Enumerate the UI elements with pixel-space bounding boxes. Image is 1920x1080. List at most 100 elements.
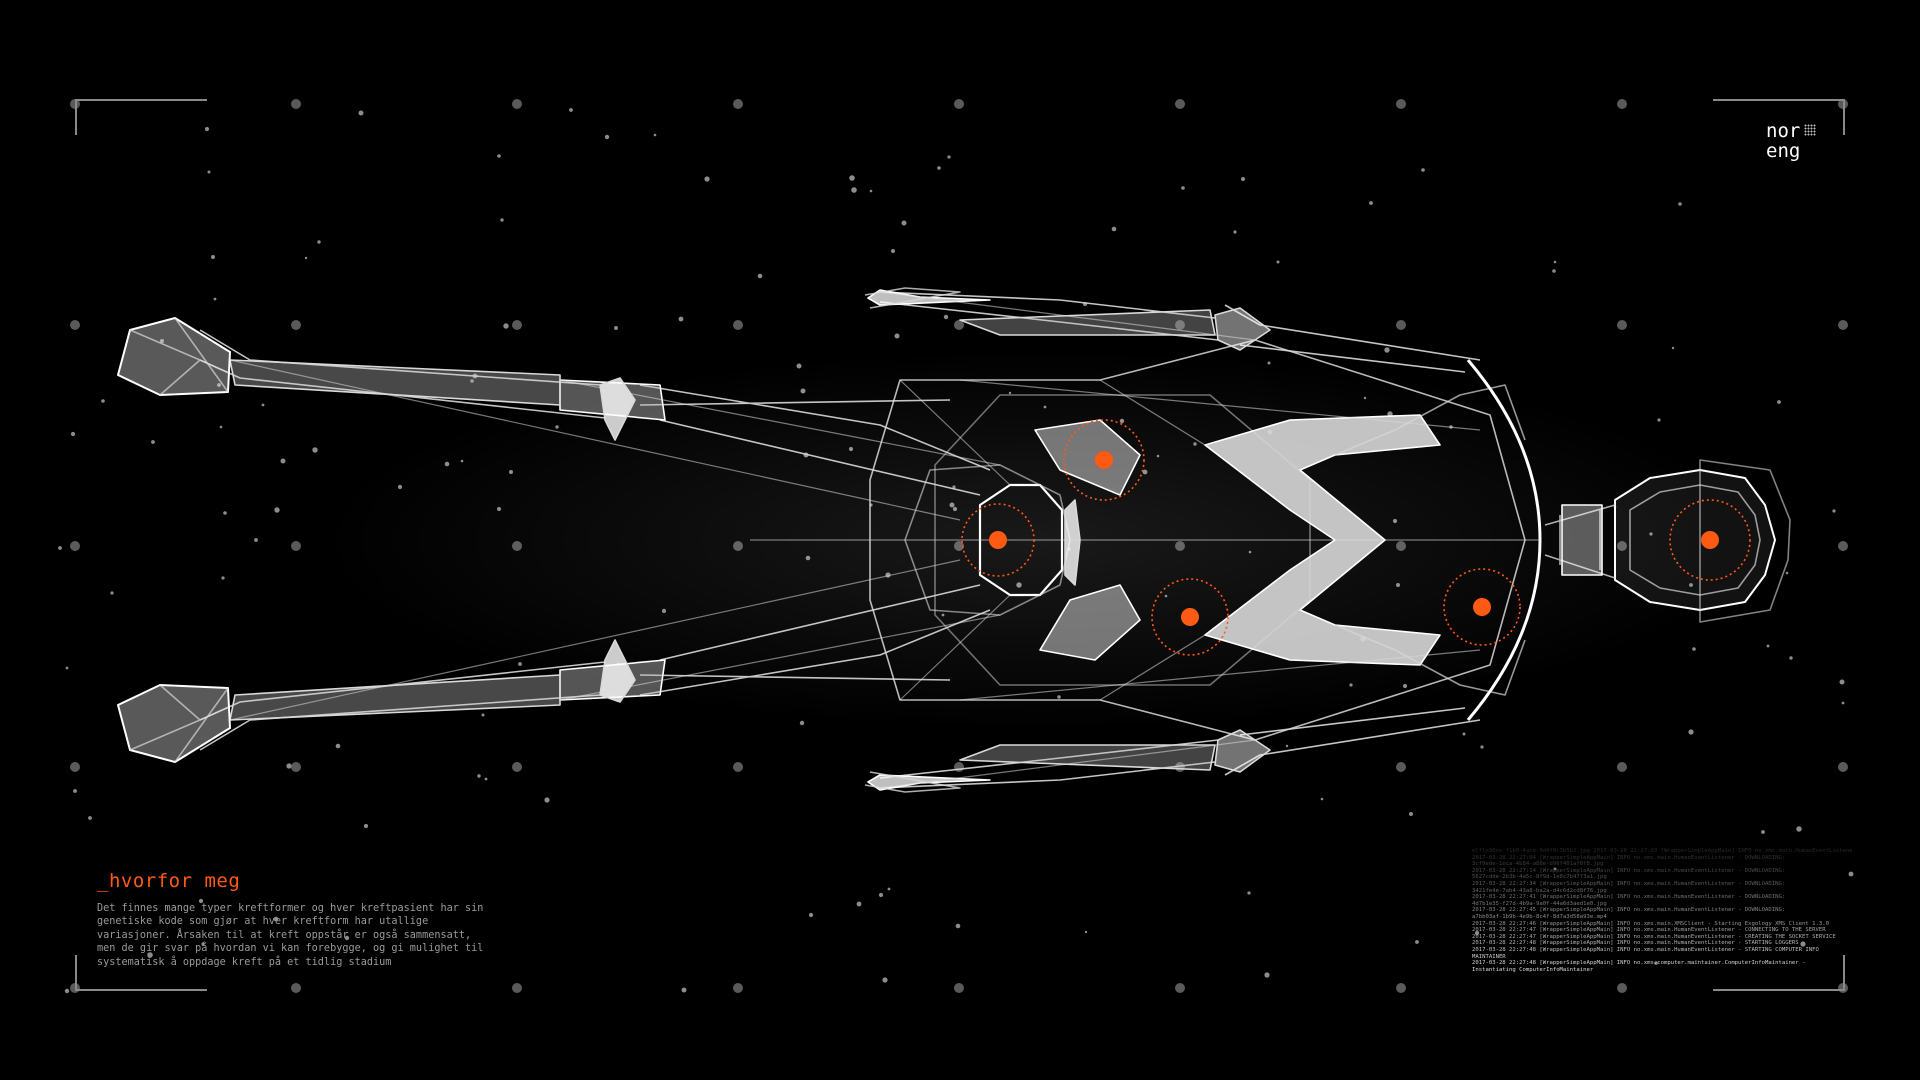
star-dot	[317, 240, 321, 244]
star-dot	[678, 316, 684, 322]
grid-dot	[512, 983, 522, 993]
star-dot	[757, 273, 763, 279]
star-dot	[887, 887, 891, 891]
grid-dot	[733, 983, 743, 993]
head	[1614, 469, 1776, 611]
star-dot	[947, 155, 951, 159]
marker-ring	[961, 503, 1035, 577]
star-dot	[1409, 812, 1413, 816]
log-line: 3cf9ede-1eca-4b84-a88e-d96f401af0f8.jpg	[1472, 861, 1604, 868]
star-dot	[1671, 346, 1675, 350]
grid-dot	[1396, 762, 1406, 772]
grid-dot	[512, 99, 522, 109]
grid-dot	[291, 320, 301, 330]
star-dot	[280, 458, 286, 464]
neck	[1544, 504, 1616, 579]
star-dot	[1241, 177, 1245, 181]
star-dot	[335, 743, 341, 749]
grid-dot	[291, 99, 301, 109]
log-line: 2017-03-28 22:27:48 [WrapperSimpleAppMai…	[1472, 946, 1819, 953]
dot-grid-icon[interactable]	[1804, 124, 1817, 136]
star-dot	[65, 666, 69, 670]
star-dot	[943, 314, 949, 320]
log-line: 2017-03-28 22:27:34 [WrapperSimpleAppMai…	[1472, 880, 1786, 887]
marker-dot	[1095, 451, 1113, 469]
grid-dot	[954, 99, 964, 109]
star-dot	[1678, 202, 1682, 206]
lang-norwegian-option[interactable]: nor	[1766, 121, 1830, 141]
arm-bottom-upper	[1224, 707, 1481, 776]
star-dot	[219, 425, 223, 429]
star-dot	[344, 935, 350, 941]
star-dot	[110, 591, 114, 595]
star-dot	[1761, 830, 1765, 834]
star-dot	[211, 255, 215, 259]
grid-dot	[512, 762, 522, 772]
star-dot	[274, 507, 280, 513]
grid-dot	[733, 762, 743, 772]
star-dot	[704, 176, 710, 182]
star-dot	[1421, 168, 1425, 172]
star-dot	[808, 912, 814, 918]
log-line: Instantiating ComputerInfoMaintainer	[1472, 966, 1594, 972]
star-dot	[497, 154, 501, 158]
grid-dot	[70, 762, 80, 772]
marker-dot	[1181, 608, 1199, 626]
grid-dot	[1838, 541, 1848, 551]
star-dot	[1462, 732, 1466, 736]
star-dot	[201, 942, 205, 946]
highlight-markers	[961, 419, 1751, 656]
star-dot	[1276, 260, 1280, 264]
star-dot	[88, 816, 92, 820]
marker-dot	[989, 531, 1007, 549]
star-dot	[937, 166, 941, 170]
star-dot	[878, 892, 884, 898]
star-dot	[217, 383, 221, 387]
grid-dot	[1838, 320, 1848, 330]
grid-dot	[512, 320, 522, 330]
log-line: a7bb03af-1b9b-4e9b-8c4f-8d7a3d58a93e.mp4	[1472, 913, 1607, 920]
star-dot	[544, 797, 550, 803]
star-dot	[273, 916, 279, 922]
log-line: 2017-03-28 22:27:47 [WrapperSimpleAppMai…	[1472, 927, 1826, 934]
star-dot	[1848, 871, 1854, 877]
grid-dot	[1175, 99, 1185, 109]
star-dot	[207, 170, 211, 174]
star-dot	[653, 133, 657, 137]
grid-dot	[1396, 320, 1406, 330]
grid-dot	[1396, 99, 1406, 109]
leg-top-shin	[199, 329, 606, 419]
frame-corner-bottom-left	[75, 955, 207, 991]
star-dot	[358, 110, 364, 116]
lang-english-option[interactable]: eng	[1766, 140, 1801, 162]
star-dot	[484, 777, 488, 781]
log-line: elflx00ov-f1b0-4ace-9d4f0c3b5b2.jpg 2017…	[1472, 848, 1852, 854]
star-dot	[1384, 347, 1390, 353]
star-dot	[1841, 701, 1845, 705]
marker-dot	[1701, 531, 1719, 549]
grid-dot	[1838, 762, 1848, 772]
frame-corner-bottom-right	[1713, 955, 1845, 991]
frame-corner-top-left	[75, 99, 207, 135]
star-dot	[261, 403, 265, 407]
star-dot	[1285, 744, 1289, 748]
why-me-section: _hvorfor meg Det finnes mange typer kref…	[97, 870, 497, 969]
star-dot	[1181, 186, 1185, 190]
log-line: 2017-03-28 22:27:48 [WrapperSimpleAppMai…	[1472, 960, 1806, 967]
star-dot	[856, 901, 862, 907]
log-line: MAINTAINER	[1472, 953, 1506, 960]
star-dot	[160, 339, 164, 343]
star-dot	[681, 987, 687, 993]
star-dot	[891, 249, 895, 253]
star-dot	[1369, 201, 1373, 205]
system-log-panel: elflx00ov-f1b0-4ace-9d4f0c3b5b2.jpg 2017…	[1472, 848, 1852, 972]
marker-ring	[1151, 578, 1229, 656]
star-dot	[849, 175, 855, 181]
star-dot	[1839, 679, 1845, 685]
knee-top	[599, 377, 636, 441]
grid-dot	[1396, 983, 1406, 993]
star-dot	[213, 297, 217, 301]
star-dot	[1832, 509, 1836, 513]
